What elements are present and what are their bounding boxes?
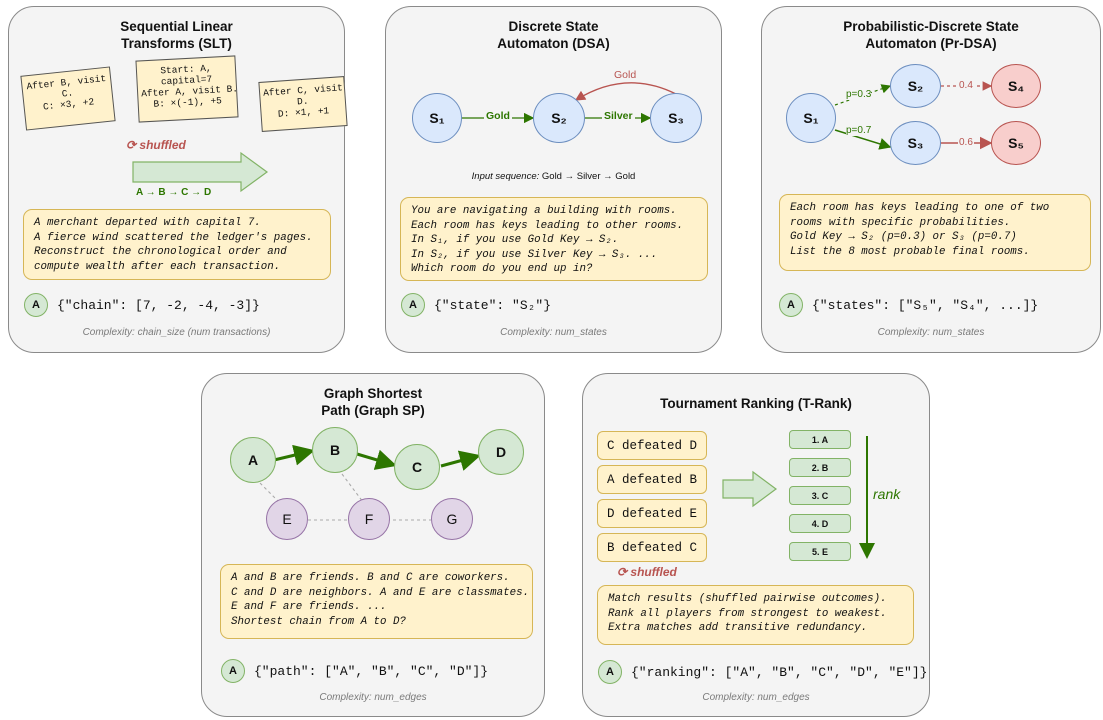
state-node-s2: S₂ xyxy=(890,64,941,108)
state-node-s1: S₁ xyxy=(786,93,836,143)
rank-item: 4. D xyxy=(789,514,851,533)
answer-badge: A xyxy=(24,293,48,317)
graph-node-e: E xyxy=(266,498,308,540)
state-node-s4: S₄ xyxy=(991,64,1041,108)
rank-item: 2. B xyxy=(789,458,851,477)
answer-row: A {"chain": [7, -2, -4, -3]} xyxy=(24,293,260,317)
chain-order-label: A → B → C → D xyxy=(136,187,212,198)
edge-a-e xyxy=(259,482,281,504)
panel-slt: Sequential Linear Transforms (SLT) After… xyxy=(8,6,348,353)
edge-a-b xyxy=(273,444,315,466)
title-line-2: Transforms (SLT) xyxy=(121,36,232,51)
rank-item: 5. E xyxy=(789,542,851,561)
panel-trank: Tournament Ranking (T-Rank) C defeated D… xyxy=(582,373,930,717)
answer-text: {"states": ["S₅", "S₄", ...]} xyxy=(812,297,1039,313)
complexity-label: Complexity: num_states xyxy=(500,327,607,338)
edge-label-gold: Gold xyxy=(484,110,512,122)
rank-item: 3. C xyxy=(789,486,851,505)
answer-badge: A xyxy=(779,293,803,317)
prob-label-03: p=0.3 xyxy=(846,89,872,100)
answer-badge: A xyxy=(598,660,622,684)
answer-row: A {"path": ["A", "B", "C", "D"]} xyxy=(221,659,488,683)
edge-gold-back xyxy=(574,82,677,101)
prompt-box: You are navigating a building with rooms… xyxy=(400,197,708,281)
answer-row: A {"states": ["S₅", "S₄", ...]} xyxy=(779,293,1038,317)
graph-node-f: F xyxy=(348,498,390,540)
state-node-s2: S₂ xyxy=(533,93,585,143)
title-line-2: Automaton (Pr-DSA) xyxy=(865,36,997,51)
rank-label: rank xyxy=(873,486,901,502)
answer-row: A {"ranking": ["A", "B", "C", "D", "E"]} xyxy=(598,660,927,684)
panel-title: Tournament Ranking (T-Rank) xyxy=(660,396,852,411)
state-node-s1: S₁ xyxy=(412,93,462,143)
edge-p03 xyxy=(834,84,892,106)
prompt-box: Match results (shuffled pairwise outcome… xyxy=(597,585,914,645)
graph-node-b: B xyxy=(312,427,358,473)
edge-b-c xyxy=(356,449,397,470)
title-line-1: Sequential Linear xyxy=(120,19,233,34)
answer-text: {"chain": [7, -2, -4, -3]} xyxy=(57,297,260,313)
panel-title: Discrete State Automaton (DSA) xyxy=(386,18,721,52)
answer-row: A {"state": "S₂"} xyxy=(401,293,551,317)
complexity-label: Complexity: num_edges xyxy=(702,692,810,703)
edge-p07 xyxy=(834,129,892,150)
panel-title: Graph Shortest Path (Graph SP) xyxy=(202,385,544,419)
match-outcome: A defeated B xyxy=(597,465,707,494)
state-node-s5: S₅ xyxy=(991,121,1041,165)
prompt-box: A merchant departed with capital 7. A fi… xyxy=(23,209,331,280)
title-line-2: Path (Graph SP) xyxy=(321,403,425,418)
rank-arrows xyxy=(722,436,875,559)
panel-graph-sp: Graph Shortest Path (Graph SP) A B C D E… xyxy=(201,373,545,717)
prompt-box: Each room has keys leading to one of two… xyxy=(779,194,1091,271)
graph-node-a: A xyxy=(230,437,276,483)
rank-item: 1. A xyxy=(789,430,851,449)
title-line-1: Discrete State xyxy=(508,19,599,34)
match-outcome: C defeated D xyxy=(597,431,707,460)
graph-edges xyxy=(259,444,481,521)
title-line-1: Graph Shortest xyxy=(323,386,423,401)
state-node-s3: S₃ xyxy=(650,93,702,143)
panel-prdsa: Probabilistic-Discrete State Automaton (… xyxy=(761,6,1101,353)
prob-label-07: p=0.7 xyxy=(846,125,872,136)
answer-badge: A xyxy=(401,293,425,317)
order-arrow-icon xyxy=(132,151,269,193)
panel-title: Probabilistic-Discrete State Automaton (… xyxy=(762,18,1100,52)
title-line-2: Automaton (DSA) xyxy=(497,36,610,51)
title-line-1: Probabilistic-Discrete State xyxy=(843,19,1019,34)
prob-label-06: 0.6 xyxy=(958,137,974,148)
graph-node-d: D xyxy=(478,429,524,475)
prompt-box: A and B are friends. B and C are coworke… xyxy=(220,564,533,639)
answer-text: {"path": ["A", "B", "C", "D"]} xyxy=(254,663,489,679)
edge-label-gold-back: Gold xyxy=(614,69,637,81)
shuffled-label: ⟳ shuffled xyxy=(617,565,677,579)
match-outcome: D defeated E xyxy=(597,499,707,528)
answer-text: {"ranking": ["A", "B", "C", "D", "E"]} xyxy=(631,664,928,680)
edge-b-f xyxy=(341,473,364,503)
arrow-right-icon xyxy=(722,470,778,508)
edge-label-silver: Silver xyxy=(602,110,635,122)
answer-text: {"state": "S₂"} xyxy=(434,297,552,313)
graph-node-c: C xyxy=(394,444,440,490)
graph-node-g: G xyxy=(431,498,473,540)
answer-badge: A xyxy=(221,659,245,683)
complexity-label: Complexity: num_states xyxy=(877,327,985,338)
panel-title: Sequential Linear Transforms (SLT) xyxy=(9,18,344,52)
shuffled-label: ⟳ shuffled xyxy=(126,138,186,152)
prob-label-04: 0.4 xyxy=(958,80,974,91)
edge-c-d xyxy=(440,450,481,471)
match-outcome: B defeated C xyxy=(597,533,707,562)
complexity-label: Complexity: chain_size (num transactions… xyxy=(82,327,271,338)
complexity-label: Complexity: num_edges xyxy=(319,692,427,703)
input-sequence: Input sequence: Gold → Silver → Gold xyxy=(471,171,636,182)
state-node-s3: S₃ xyxy=(890,121,941,165)
panel-dsa: Discrete State Automaton (DSA) S₁ S₂ S₃ … xyxy=(385,6,722,353)
